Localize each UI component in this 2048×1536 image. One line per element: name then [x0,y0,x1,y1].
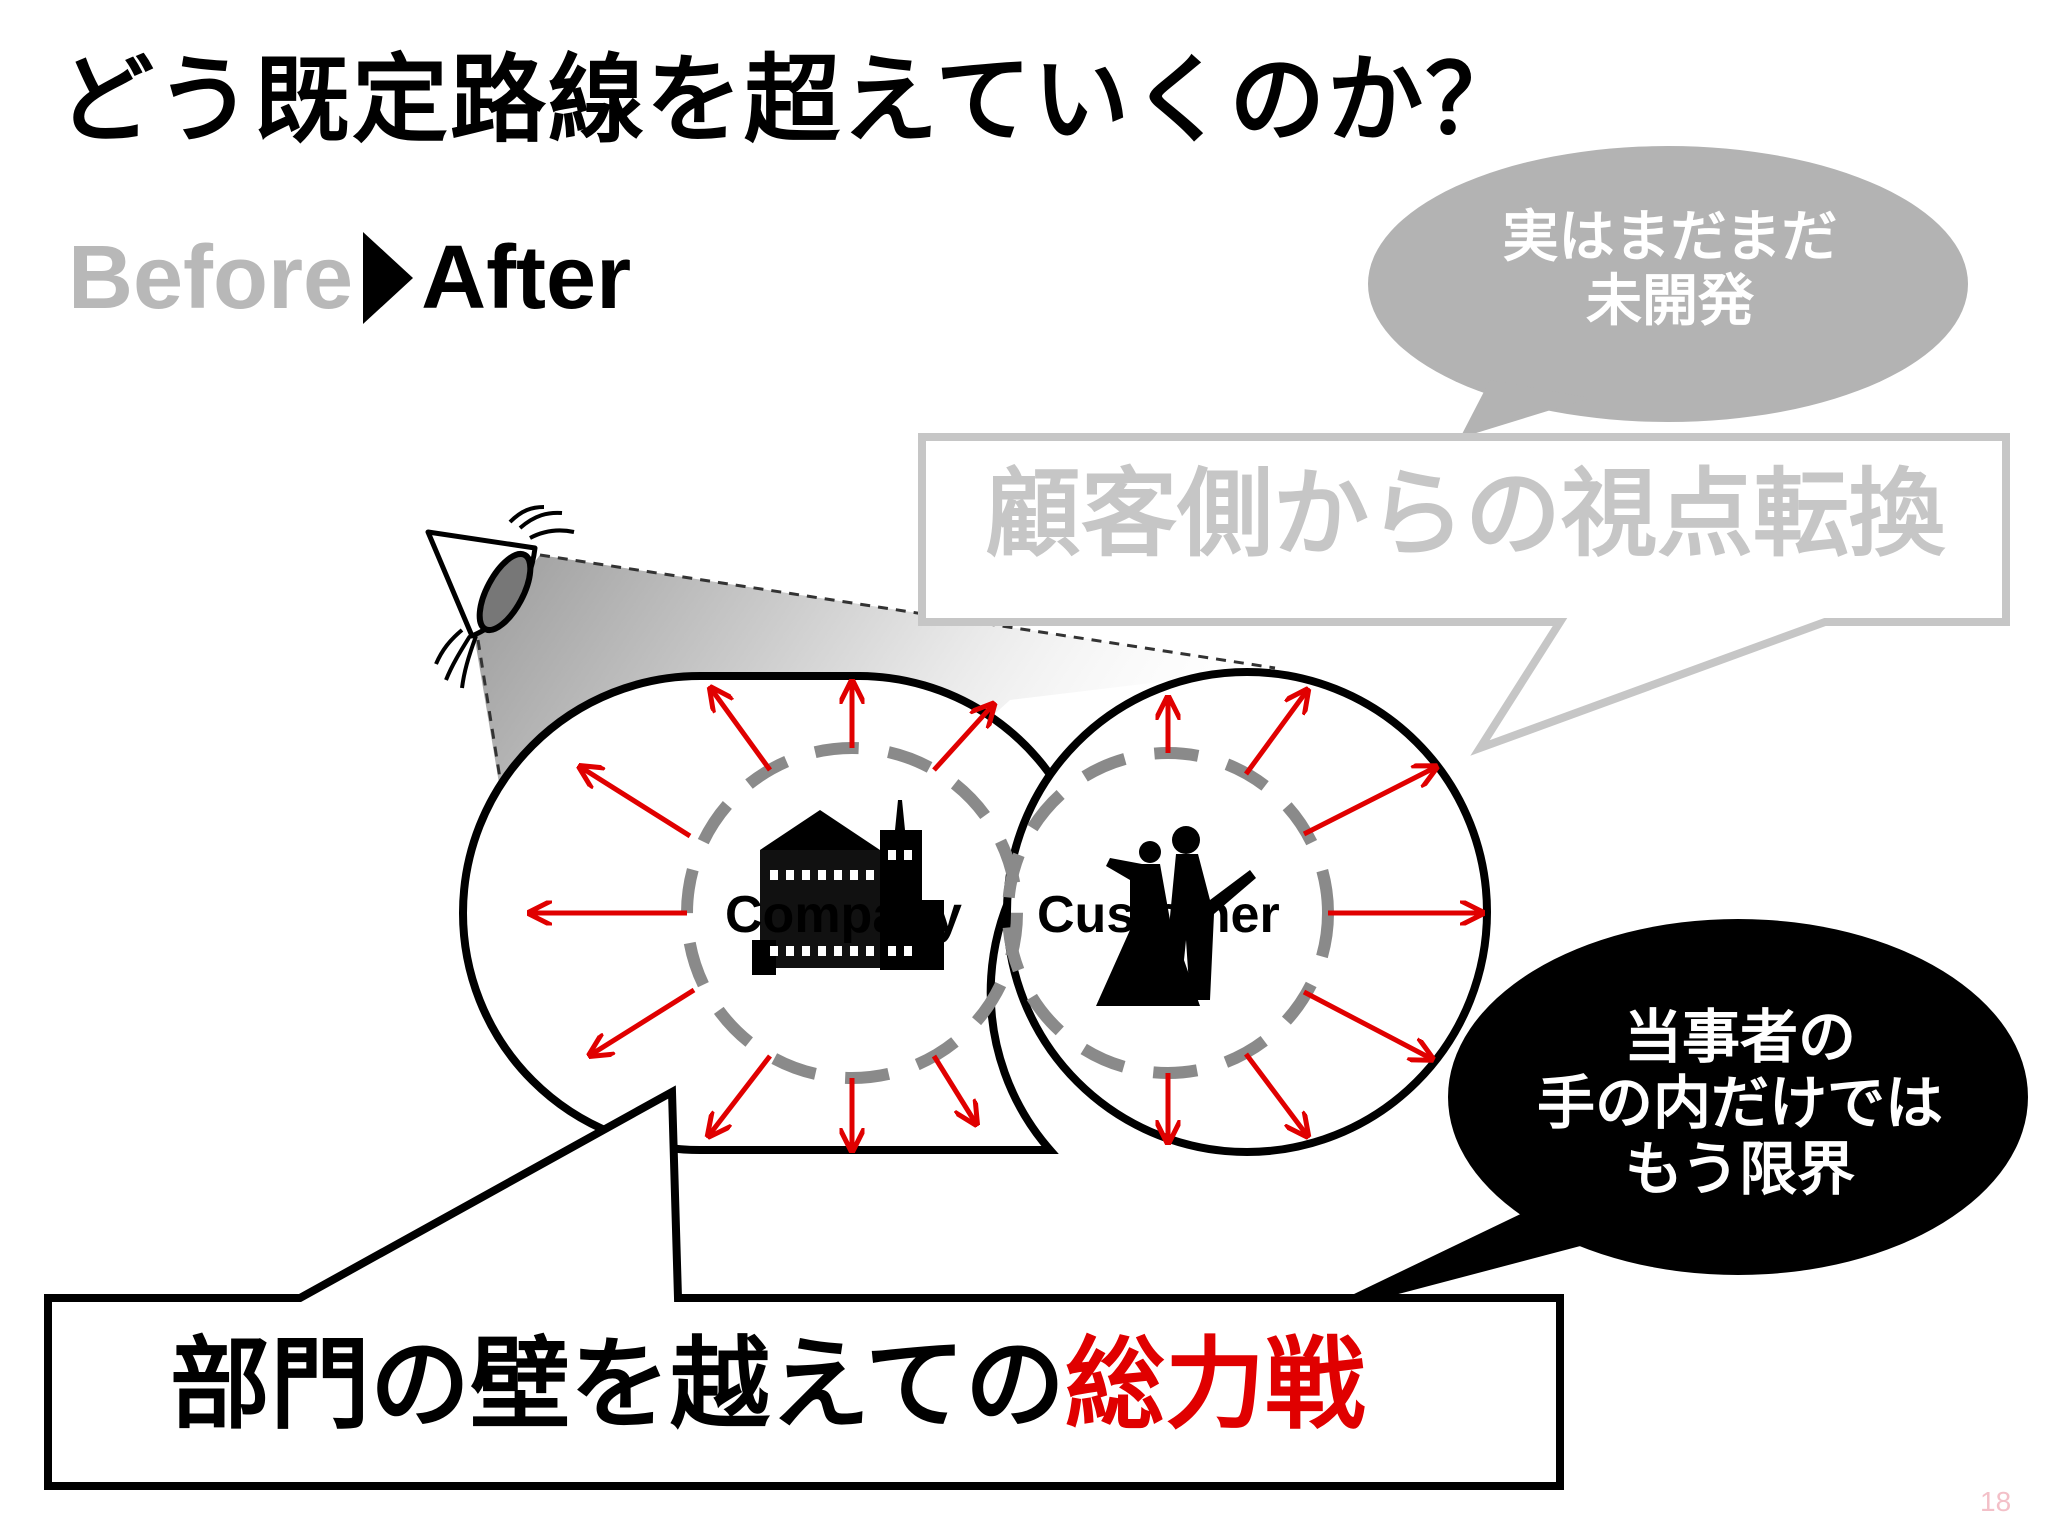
gray-bubble-text: 実はまだまだ 未開発 [1370,206,1970,334]
view-line-left [476,639,534,981]
company-label: Company [725,886,962,944]
page-number: 18 [1980,1486,2012,1517]
company-arrows [532,684,992,1148]
viewpoint-callout-box [918,433,2010,756]
bottom-message-accent: 総力戦 [1065,1326,1365,1443]
customer-circle [1003,668,1491,1156]
black-bubble-line3: もう限界 [1624,1135,1856,1204]
after-label: After [421,228,632,328]
bottom-message: 部門の壁を越えての総力戦 [170,1328,1470,1442]
black-bubble-line1: 当事者の [1623,1003,1856,1071]
viewpoint-shift-text: 顧客側からの視点転換 [985,458,1945,570]
building-icon [752,800,944,975]
gray-speech-bubble [1368,146,1968,438]
couple-silhouette-icon [1096,826,1256,1006]
view-line-top [539,553,1276,670]
before-after-heading: Before After [68,232,631,324]
slide-title: どう既定路線を超えていくのか？ [58,44,1524,156]
bottom-callout-box [44,1085,1564,1490]
bottom-message-main: 部門の壁を越えての [170,1326,1065,1443]
before-label: Before [68,228,354,328]
eye-icon [425,505,575,689]
black-bubble-text: 当事者の 手の内だけでは もう限界 [1460,1004,2020,1202]
customer-label: Customer [1037,886,1280,944]
right-triangle-icon [363,232,414,324]
black-bubble-line2: 手の内だけでは [1536,1069,1943,1138]
customer-arrows [1168,692,1480,1140]
black-speech-bubble [1300,919,2028,1320]
gray-bubble-line1: 実はまだまだ [1502,205,1838,270]
gray-bubble-line2: 未開発 [1586,268,1754,334]
